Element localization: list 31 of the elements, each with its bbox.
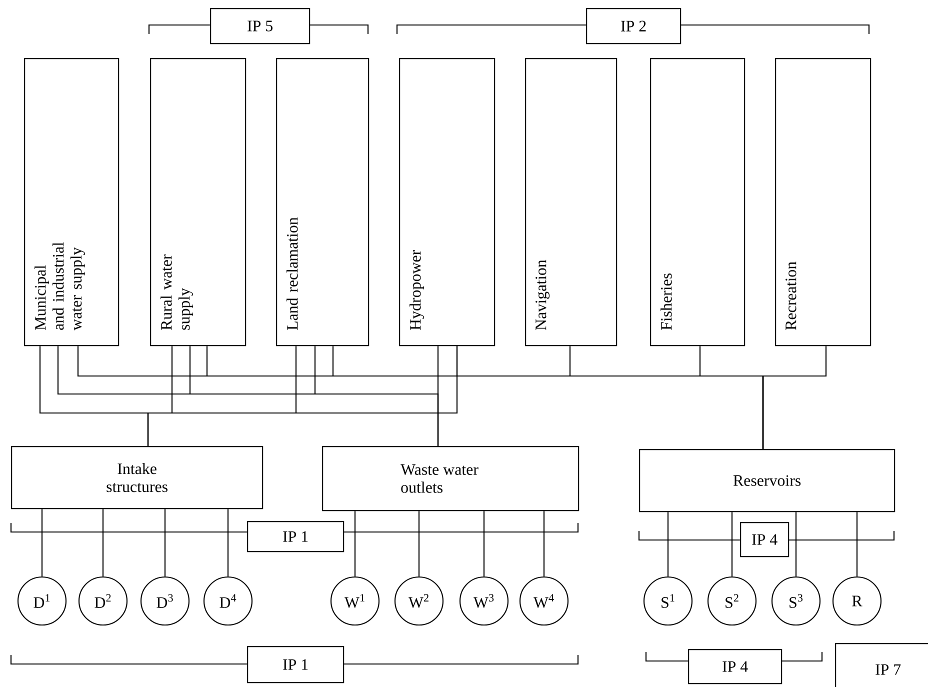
connector-line [227, 509, 229, 576]
connector-line [856, 512, 858, 576]
structure-box: Waste water outlets [322, 446, 580, 512]
label-box: IP 1 [247, 521, 344, 552]
use-box: Navigation [525, 58, 618, 346]
structure-box: Intake structures [11, 446, 264, 510]
connector-line [731, 512, 733, 576]
connector-line [354, 511, 356, 576]
connector-line [667, 512, 669, 576]
use-box: Land reclamation [276, 58, 370, 346]
structure-box: Reservoirs [639, 449, 896, 512]
connector-line [543, 511, 545, 576]
label-box: IP 4 [740, 522, 790, 558]
use-box: Rural water supply [150, 58, 246, 346]
connector-line [41, 509, 43, 576]
use-box: Recreation [775, 58, 872, 346]
label-box: IP 2 [586, 8, 682, 44]
connector-line [102, 509, 104, 576]
connector-line [762, 346, 827, 449]
label-box: IP 1 [247, 646, 344, 684]
use-box: Municipal and industrial water supply [24, 58, 120, 346]
label-box: IP 7 [835, 643, 928, 687]
connector-line [164, 509, 166, 576]
label-box: IP 4 [688, 649, 782, 684]
connector-line [437, 346, 439, 446]
connector-line [795, 512, 797, 576]
connector-line [418, 511, 420, 576]
use-box: Hydropower [399, 58, 496, 346]
use-box: Fisheries [650, 58, 746, 346]
label-box: IP 5 [210, 8, 310, 44]
connector-line [483, 511, 485, 576]
